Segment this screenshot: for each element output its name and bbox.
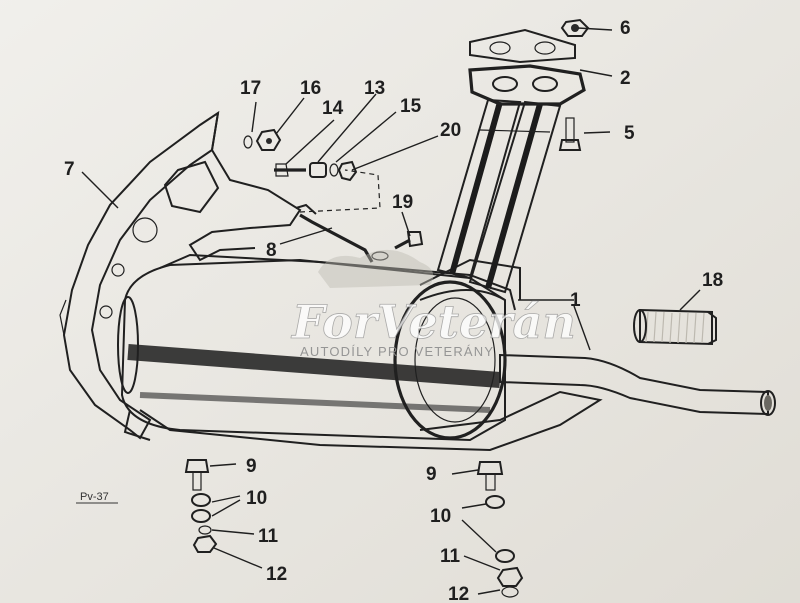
nut-part-6	[560, 18, 590, 37]
callout-13: 13	[364, 78, 385, 99]
callout-9-right: 9	[426, 464, 437, 485]
bolt-part-5	[558, 117, 582, 151]
callout-10-left: 10	[246, 488, 267, 509]
callout-9-left: 9	[246, 456, 257, 477]
callout-11-left: 11	[258, 526, 279, 547]
threaded-sleeve-part-18	[633, 308, 717, 346]
callout-18: 18	[702, 270, 723, 291]
callout-12-left: 12	[266, 564, 287, 585]
figure-number: Pv-37	[76, 491, 118, 504]
callout-7: 7	[64, 159, 75, 180]
callout-2: 2	[620, 68, 631, 89]
bolt-part-19	[394, 231, 424, 250]
callout-14: 14	[322, 98, 344, 119]
hardware-row	[243, 128, 358, 182]
fastener-stack-left	[184, 459, 218, 553]
callout-16: 16	[300, 78, 321, 99]
figure-number-text: Pv-37	[80, 491, 109, 503]
watermark-brand: ForVeterán	[290, 295, 576, 349]
front-pipes	[436, 98, 562, 294]
watermark-car-logo-icon	[318, 249, 434, 288]
heat-shield-part-7	[59, 110, 302, 441]
callout-19: 19	[392, 192, 413, 213]
callout-labels: 1 2 5 6 7 8 9 9 10 10 11 11 12 12 13 14 …	[64, 18, 723, 603]
watermark: ForVeterán AUTODÍLY PRO VETERÁNY	[290, 249, 576, 359]
callout-5: 5	[624, 123, 635, 144]
callout-10-right: 10	[430, 506, 451, 527]
callout-20: 20	[440, 120, 461, 141]
sleeve-part-13	[309, 162, 327, 178]
callout-12-right: 12	[448, 584, 469, 603]
callout-17: 17	[240, 78, 261, 99]
leader-lines	[81, 27, 701, 595]
nut-part-16	[255, 128, 282, 151]
callout-11-right: 11	[440, 546, 461, 567]
callout-1: 1	[570, 290, 581, 311]
fastener-stack-right	[476, 461, 524, 598]
nut-part-20	[337, 160, 358, 182]
callout-6: 6	[620, 18, 631, 39]
callout-8: 8	[266, 240, 277, 261]
tail-pipe	[499, 353, 776, 416]
muffler-part-1	[117, 253, 603, 452]
bracket-rod-part-8	[295, 169, 389, 263]
ring-part-17	[243, 135, 253, 149]
flange-part-2	[468, 28, 586, 106]
watermark-tagline: AUTODÍLY PRO VETERÁNY	[300, 344, 494, 359]
callout-15: 15	[400, 96, 422, 117]
